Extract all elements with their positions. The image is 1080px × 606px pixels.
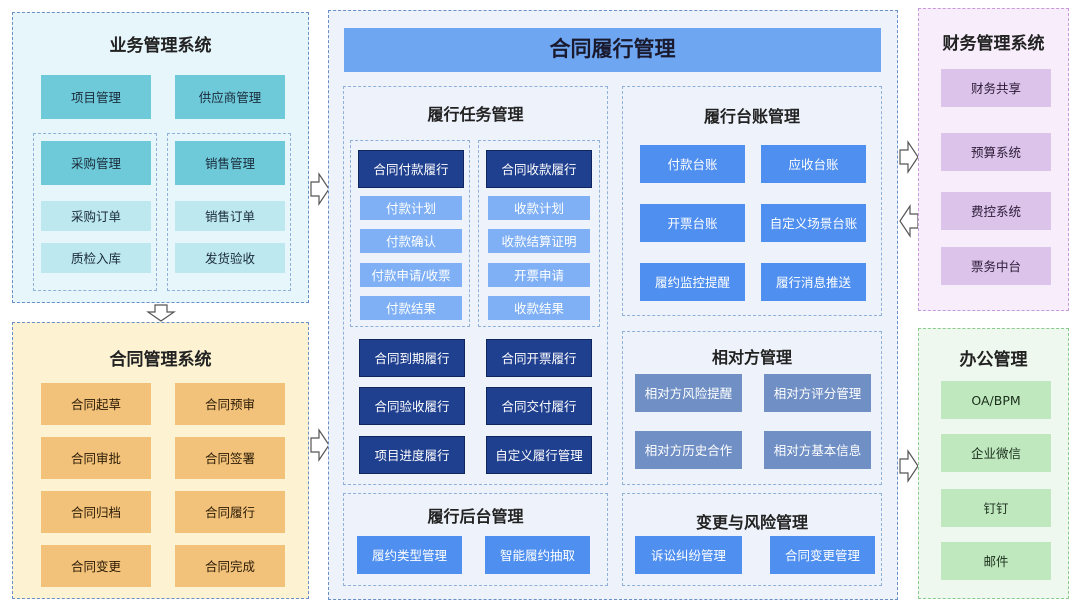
- contract-prereview-box[interactable]: 合同预审: [175, 383, 285, 425]
- project-mgmt-box[interactable]: 项目管理: [41, 75, 151, 119]
- wecom-box[interactable]: 企业微信: [941, 434, 1051, 472]
- ledger-mgmt-title: 履行台账管理: [703, 107, 800, 126]
- counterparty-section: 相对方管理 相对方风险提醒 相对方评分管理 相对方历史合作 相对方基本信息: [622, 331, 882, 485]
- office-system-title: 办公管理: [959, 350, 1028, 370]
- receive-plan-box[interactable]: 收款计划: [488, 196, 590, 220]
- fulfillment-header: 合同履行管理: [344, 28, 881, 72]
- contract-draft-box[interactable]: 合同起草: [41, 383, 151, 425]
- left-arrow-icon: [899, 204, 919, 238]
- oa-bpm-box[interactable]: OA/BPM: [941, 381, 1051, 419]
- expense-system-box[interactable]: 费控系统: [941, 192, 1051, 230]
- finance-system-title: 财务管理系统: [942, 34, 1045, 54]
- task-mgmt-section: 履行任务管理 合同付款履行 付款计划 付款确认 付款申请/收票 付款结果 合同收…: [343, 86, 608, 485]
- pay-group: [350, 140, 470, 327]
- delivery-fulfill-box[interactable]: 合同交付履行: [486, 387, 592, 425]
- custom-fulfill-box[interactable]: 自定义履行管理: [486, 436, 592, 474]
- contract-sign-box[interactable]: 合同签署: [175, 437, 285, 479]
- contract-fulfill-box[interactable]: 合同履行: [175, 491, 285, 533]
- email-box[interactable]: 邮件: [941, 542, 1051, 580]
- monitor-alert-box[interactable]: 履约监控提醒: [640, 263, 745, 301]
- custom-ledger-box[interactable]: 自定义场景台账: [761, 204, 866, 242]
- litigation-box[interactable]: 诉讼纠纷管理: [635, 536, 742, 574]
- receive-settle-box[interactable]: 收款结算证明: [488, 229, 590, 253]
- finance-system-panel: 财务管理系统 财务共享 预算系统 费控系统 票务中台: [918, 8, 1069, 311]
- receive-group: [478, 140, 600, 327]
- office-system-panel: 办公管理 OA/BPM 企业微信 钉钉 邮件: [918, 328, 1069, 599]
- backend-mgmt-section: 履行后台管理 履约类型管理 智能履约抽取: [343, 493, 608, 586]
- contract-archive-box[interactable]: 合同归档: [41, 491, 151, 533]
- purchase-order-box[interactable]: 采购订单: [41, 201, 151, 231]
- receive-fulfill-box[interactable]: 合同收款履行: [486, 150, 592, 188]
- invoice-ledger-box[interactable]: 开票台账: [640, 204, 745, 242]
- pay-plan-box[interactable]: 付款计划: [360, 196, 462, 220]
- counterparty-title: 相对方管理: [711, 348, 792, 367]
- pay-confirm-box[interactable]: 付款确认: [360, 229, 462, 253]
- risk-mgmt-section: 变更与风险管理 诉讼纠纷管理 合同变更管理: [622, 493, 882, 586]
- sales-group: [167, 133, 291, 291]
- purchase-mgmt-box[interactable]: 采购管理: [41, 141, 151, 185]
- pay-apply-box[interactable]: 付款申请/收票: [360, 263, 462, 287]
- change-mgmt-box[interactable]: 合同变更管理: [770, 536, 875, 574]
- right-arrow-icon: [899, 449, 919, 483]
- receive-result-box[interactable]: 收款结果: [488, 296, 590, 320]
- invoice-apply-box[interactable]: 开票申请: [488, 263, 590, 287]
- message-push-box[interactable]: 履行消息推送: [761, 263, 866, 301]
- receivable-ledger-box[interactable]: 应收台账: [761, 145, 866, 183]
- sales-mgmt-box[interactable]: 销售管理: [175, 141, 285, 185]
- purchase-group: [33, 133, 157, 291]
- pay-ledger-box[interactable]: 付款台账: [640, 145, 745, 183]
- expiry-fulfill-box[interactable]: 合同到期履行: [359, 339, 465, 377]
- backend-mgmt-title: 履行后台管理: [427, 507, 524, 526]
- progress-fulfill-box[interactable]: 项目进度履行: [359, 436, 465, 474]
- basic-info-box[interactable]: 相对方基本信息: [764, 431, 871, 469]
- business-system-panel: 业务管理系统 项目管理 供应商管理 采购管理 采购订单 质检入库 销售管理 销售…: [12, 12, 309, 303]
- budget-system-box[interactable]: 预算系统: [941, 133, 1051, 171]
- task-mgmt-title: 履行任务管理: [427, 105, 524, 124]
- sales-order-box[interactable]: 销售订单: [175, 201, 285, 231]
- pay-result-box[interactable]: 付款结果: [360, 296, 462, 320]
- ledger-mgmt-section: 履行台账管理 付款台账 应收台账 开票台账 自定义场景台账 履约监控提醒 履行消…: [622, 86, 882, 316]
- quality-inbound-box[interactable]: 质检入库: [41, 243, 151, 273]
- right-arrow-icon: [310, 172, 330, 206]
- dingtalk-box[interactable]: 钉钉: [941, 489, 1051, 527]
- history-coop-box[interactable]: 相对方历史合作: [635, 431, 742, 469]
- invoice-fulfill-box[interactable]: 合同开票履行: [486, 339, 592, 377]
- contract-approval-box[interactable]: 合同审批: [41, 437, 151, 479]
- right-arrow-icon: [899, 140, 919, 174]
- risk-alert-box[interactable]: 相对方风险提醒: [635, 374, 742, 412]
- smart-extract-box[interactable]: 智能履约抽取: [485, 536, 590, 574]
- supplier-mgmt-box[interactable]: 供应商管理: [175, 75, 285, 119]
- contract-change-box[interactable]: 合同变更: [41, 545, 151, 587]
- delivery-acceptance-box[interactable]: 发货验收: [175, 243, 285, 273]
- business-system-title: 业务管理系统: [109, 36, 212, 56]
- finance-share-box[interactable]: 财务共享: [941, 69, 1051, 107]
- contract-mgmt-title: 合同管理系统: [109, 350, 212, 370]
- contract-mgmt-panel: 合同管理系统 合同起草 合同预审 合同审批 合同签署 合同归档 合同履行 合同变…: [12, 322, 309, 599]
- ticket-center-box[interactable]: 票务中台: [941, 247, 1051, 285]
- fulfillment-panel: 合同履行管理 履行任务管理 合同付款履行 付款计划 付款确认 付款申请/收票 付…: [328, 10, 898, 600]
- right-arrow-icon: [310, 428, 330, 462]
- acceptance-fulfill-box[interactable]: 合同验收履行: [359, 387, 465, 425]
- fulfill-type-box[interactable]: 履约类型管理: [357, 536, 462, 574]
- down-arrow-icon: [146, 304, 176, 322]
- contract-complete-box[interactable]: 合同完成: [175, 545, 285, 587]
- rating-mgmt-box[interactable]: 相对方评分管理: [764, 374, 871, 412]
- risk-mgmt-title: 变更与风险管理: [695, 513, 808, 532]
- pay-fulfill-box[interactable]: 合同付款履行: [358, 150, 464, 188]
